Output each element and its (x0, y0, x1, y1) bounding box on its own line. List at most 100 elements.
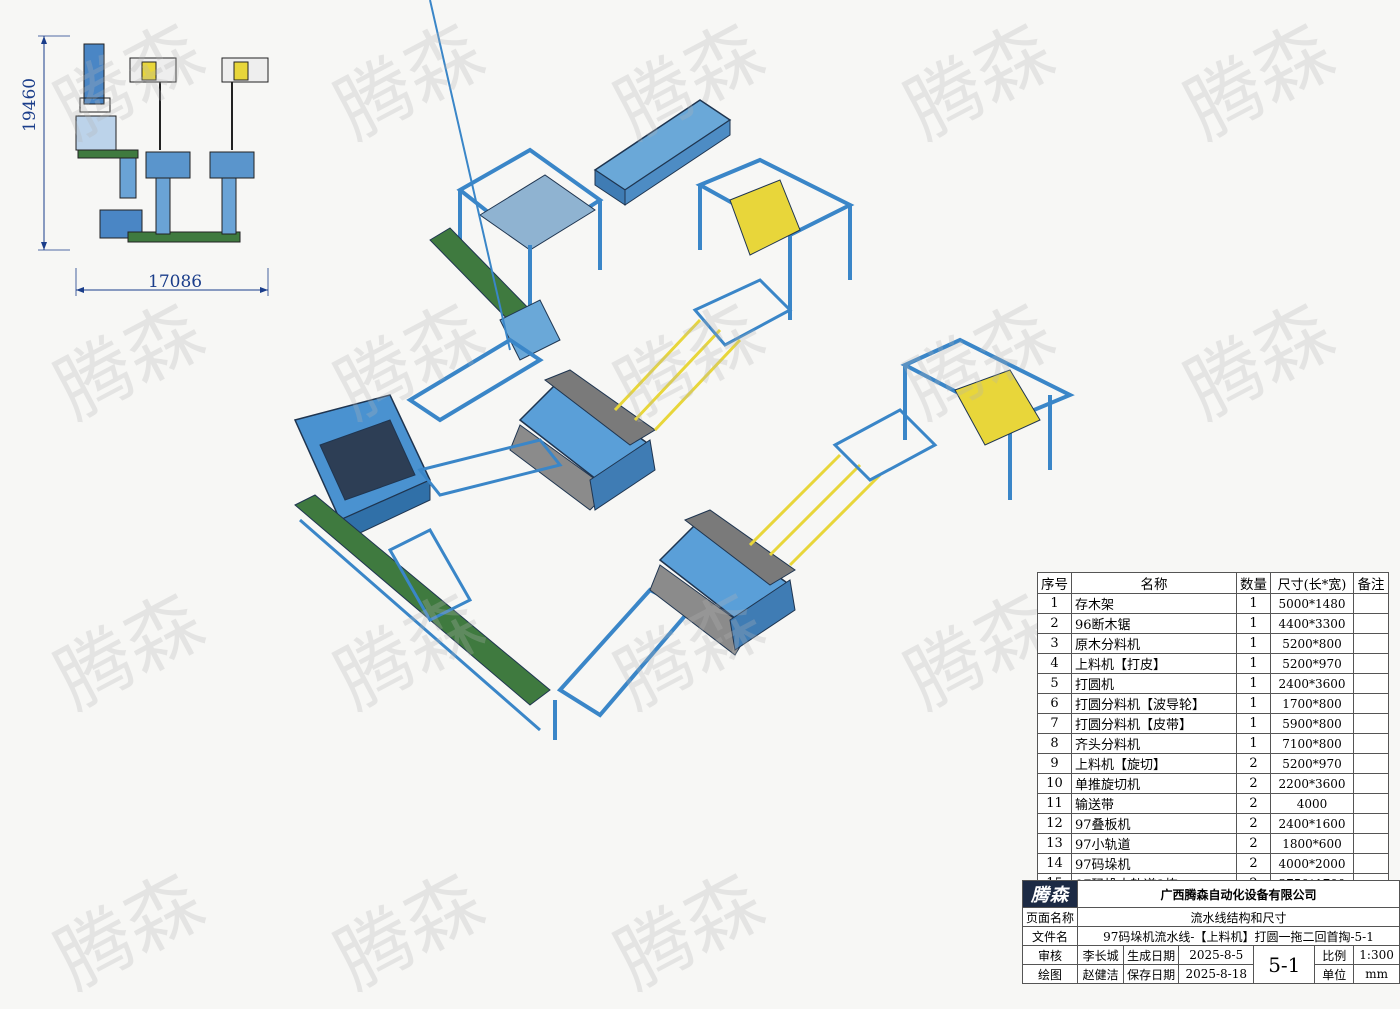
review-label: 审核 (1021, 945, 1079, 965)
cell-size: 5200*970 (1270, 753, 1354, 774)
cell-name: 存木架 (1071, 593, 1237, 614)
cell-no: 5 (1037, 673, 1072, 694)
cell-note (1353, 673, 1389, 694)
save-date: 2025-8-18 (1178, 964, 1255, 984)
cell-name: 96断木锯 (1071, 613, 1237, 634)
cell-no: 4 (1037, 653, 1072, 674)
cell-size: 2400*1600 (1270, 813, 1354, 834)
scale-label: 比例 (1314, 945, 1355, 965)
cell-qty: 1 (1236, 673, 1271, 694)
cell-note (1353, 653, 1389, 674)
outfeed-conveyor-lower (294, 494, 551, 732)
page-name-label: 页面名称 (1021, 907, 1079, 927)
cell-qty: 1 (1236, 713, 1271, 734)
cell-name: 97码垛机 (1071, 853, 1237, 874)
cell-qty: 1 (1236, 653, 1271, 674)
rotary-lathe-2 (649, 509, 796, 656)
cell-size: 5200*970 (1270, 653, 1354, 674)
cell-qty: 1 (1236, 633, 1271, 654)
debarking-feeder (406, 0, 544, 423)
cell-qty: 1 (1236, 693, 1271, 714)
page-name: 流水线结构和尺寸 (1077, 907, 1400, 927)
cell-name: 上料机【打皮】 (1071, 653, 1237, 674)
cell-size: 5000*1480 (1270, 593, 1354, 614)
company-logo: 腾森 (1021, 880, 1079, 908)
cell-no: 2 (1037, 613, 1072, 634)
cell-no: 3 (1037, 633, 1072, 654)
cell-note (1353, 733, 1389, 754)
cell-name: 原木分料机 (1071, 633, 1237, 654)
cell-note (1353, 593, 1389, 614)
log-storage-rack (593, 99, 732, 206)
header-qty: 数量 (1236, 572, 1271, 594)
cell-size: 1700*800 (1270, 693, 1354, 714)
cell-name: 97叠板机 (1071, 813, 1237, 834)
cell-name: 97小轨道 (1071, 833, 1237, 854)
plan-overview (38, 35, 269, 296)
header-no: 序号 (1037, 572, 1072, 594)
header-size: 尺寸(长*宽) (1270, 572, 1354, 594)
cell-no: 9 (1037, 753, 1072, 774)
scale-value: 1:300 (1353, 945, 1400, 965)
cell-name: 齐头分料机 (1071, 733, 1237, 754)
reviewer: 李长城 (1077, 945, 1125, 965)
file-name-label: 文件名 (1021, 926, 1079, 946)
cell-note (1353, 773, 1389, 794)
cell-qty: 2 (1236, 813, 1271, 834)
unit-label: 单位 (1314, 964, 1355, 984)
cell-size: 5200*800 (1270, 633, 1354, 654)
cell-no: 8 (1037, 733, 1072, 754)
header-note: 备注 (1353, 572, 1389, 594)
stacker-2 (832, 337, 1075, 500)
cell-note (1353, 633, 1389, 654)
cell-no: 1 (1037, 593, 1072, 614)
cell-size: 4400*3300 (1270, 613, 1354, 634)
rounding-machine (293, 394, 432, 541)
gen-date: 2025-8-5 (1178, 945, 1255, 965)
cell-note (1353, 793, 1389, 814)
cell-name: 打圆机 (1071, 673, 1237, 694)
cell-no: 14 (1037, 853, 1072, 874)
log-sorting-conveyor (429, 227, 561, 361)
cell-name: 打圆分料机【波导轮】 (1071, 693, 1237, 714)
cell-note (1353, 713, 1389, 734)
cell-qty: 1 (1236, 613, 1271, 634)
cell-size: 2200*3600 (1270, 773, 1354, 794)
cell-note (1353, 613, 1389, 634)
cell-qty: 1 (1236, 733, 1271, 754)
cell-qty: 2 (1236, 773, 1271, 794)
cell-no: 7 (1037, 713, 1072, 734)
cell-size: 4000 (1270, 793, 1354, 814)
cell-size: 2400*3600 (1270, 673, 1354, 694)
gen-date-label: 生成日期 (1123, 945, 1180, 965)
cell-no: 6 (1037, 693, 1072, 714)
cell-note (1353, 833, 1389, 854)
parts-table-header: 序号 名称 数量 尺寸(长*宽) 备注 (1037, 572, 1389, 594)
sheet-number: 5-1 (1253, 945, 1316, 984)
cell-no: 11 (1037, 793, 1072, 814)
company-name: 广西腾森自动化设备有限公司 (1077, 880, 1400, 908)
cell-qty: 1 (1236, 593, 1271, 614)
cell-name: 打圆分料机【皮带】 (1071, 713, 1237, 734)
rotary-lathe-1 (509, 369, 656, 511)
cell-qty: 2 (1236, 753, 1271, 774)
drawer: 赵健洁 (1077, 964, 1125, 984)
yellow-rails-2 (748, 453, 882, 567)
cell-no: 13 (1037, 833, 1072, 854)
cell-note (1353, 813, 1389, 834)
